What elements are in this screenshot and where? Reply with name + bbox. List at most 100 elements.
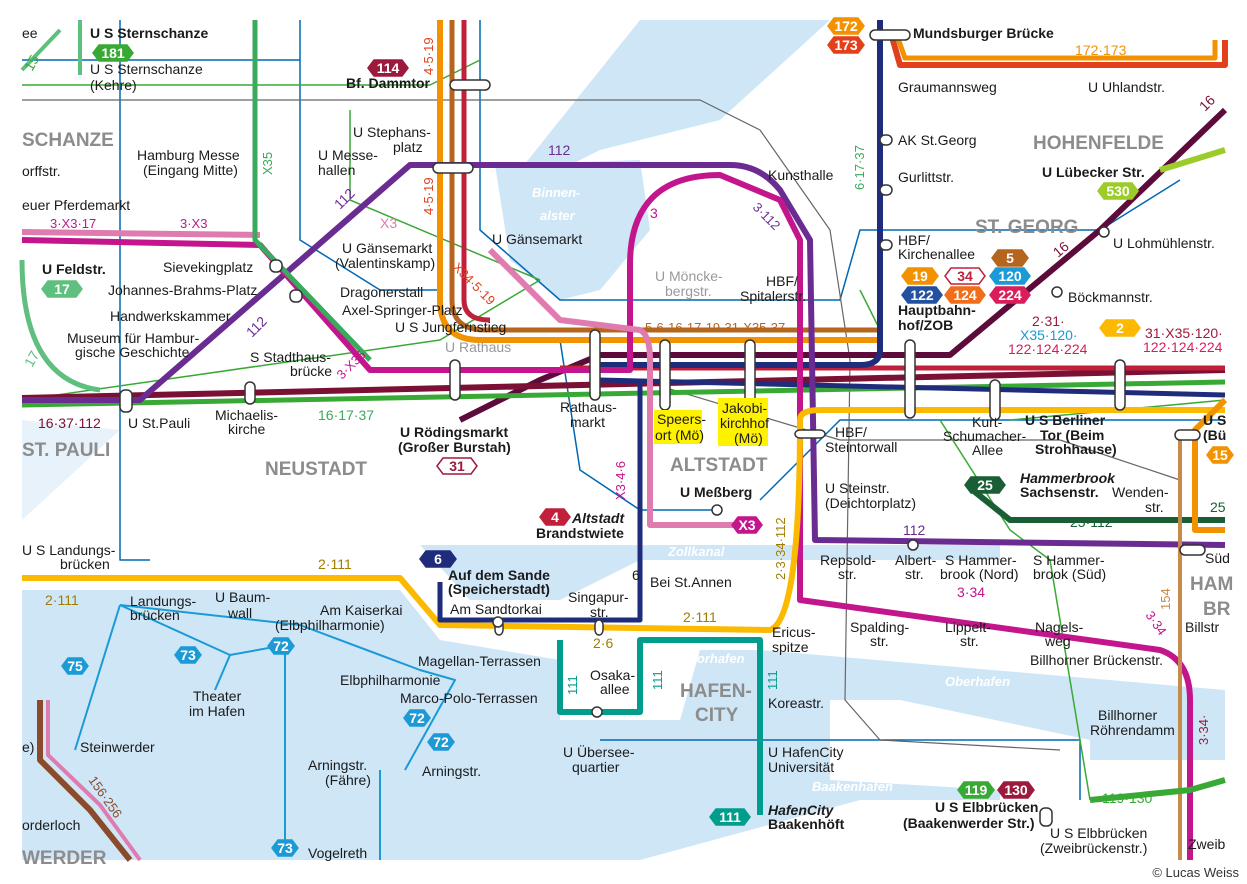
map-label: U St.Pauli [128,415,190,431]
map-label: Arningstr. [308,757,367,773]
line-172 [887,29,1228,68]
map-label: 3·X3 [180,216,207,231]
line-x35 [252,20,372,362]
map-label: markt [570,414,605,430]
route-badge-130[interactable]: 130 [997,781,1035,799]
map-label: X35·120· [1020,327,1078,343]
map-label: Baakenhöft [768,816,845,832]
map-label: 112 [243,313,270,340]
map-label: 5·6·16·17·19·31·X35·37 [645,320,785,335]
route-badge-73[interactable]: 73 [271,839,299,857]
map-label: HOHENFELDE [1033,133,1164,154]
station-marker [449,359,461,401]
map-label: U Übersee- [563,743,635,760]
line-156b [46,700,142,862]
map-label: 6·17·37 [852,145,867,190]
map-label: 111 [650,670,665,690]
route-badge-5[interactable]: 5 [991,249,1029,267]
route-badge-111[interactable]: 111 [709,808,751,826]
route-badge-73[interactable]: 73 [174,646,202,664]
map-label: U Baum- [215,589,271,605]
line-173 [892,29,1218,61]
map-label: U S Sternschanze [90,61,203,77]
map-label: Hamburg Messe [137,147,240,163]
map-label: Billstr [1185,619,1220,635]
badge-label: 5 [1006,250,1014,266]
line-green-topleft [20,20,82,75]
map-label: Magellan-Terrassen [418,653,541,669]
map-label: U Möncke- [655,268,723,284]
line-156 [37,700,133,862]
route-badge-72[interactable]: 72 [403,709,431,727]
map-label: X35 [260,152,275,175]
map-label: 172·173 [1075,42,1127,58]
route-badge-75[interactable]: 75 [61,657,89,675]
route-badge-72[interactable]: 72 [427,733,455,751]
map-label: (Deichtorplatz) [825,495,916,511]
badge-label: 530 [1106,183,1130,199]
route-badge-34[interactable]: 34 [944,267,986,285]
line-x3 [21,229,740,528]
map-label: brücken [130,607,180,623]
map-label: Allee [972,442,1003,458]
station-marker [1114,359,1126,411]
map-label: Zollkanal [667,544,725,559]
map-label: S Stadthaus- [250,349,331,365]
route-badge-181[interactable]: 181 [92,44,134,62]
route-badge-530[interactable]: 530 [1097,182,1139,200]
map-label: 2·6 [593,635,613,651]
route-badge-119[interactable]: 119 [957,781,995,799]
map-label: Süd [1205,550,1230,566]
line-15 [1192,397,1228,533]
map-label: 31·X35·120· [1145,325,1223,341]
map-label: (Großer Burstah) [398,439,511,455]
map-label: SCHANZE [22,130,114,151]
route-badge-19[interactable]: 19 [901,267,939,285]
route-badge-6[interactable]: 6 [419,550,457,568]
map-label: im Hafen [189,703,245,719]
route-badge-122[interactable]: 122 [901,286,943,304]
route-badge-X3[interactable]: X3 [731,516,763,534]
map-label: Steintorwall [825,439,897,455]
route-badge-15[interactable]: 15 [1206,446,1234,464]
map-label: Am Sandtorkai [450,601,542,617]
route-badge-72[interactable]: 72 [267,637,295,655]
map-label: U Steinstr. [825,480,890,496]
water-areas [22,20,1225,860]
map-label: WERDER [22,848,107,869]
ferry-lines [74,604,456,860]
route-badge-173[interactable]: 173 [827,36,865,54]
route-badge-25[interactable]: 25 [964,476,1006,494]
badge-label: X3 [738,517,755,533]
badge-label: 73 [180,647,196,663]
map-label: str. [960,633,979,649]
map-label: U HafenCity [768,744,843,760]
map-label: ALTSTADT [670,455,768,476]
route-badge-224[interactable]: 224 [989,286,1031,304]
route-badge-4[interactable]: 4 [539,508,571,526]
station-marker [869,29,911,41]
route-badge-31[interactable]: 31 [436,457,478,475]
line-530 [1159,147,1226,173]
route-badge-124[interactable]: 124 [944,286,986,304]
map-label: HafenCity [768,802,835,818]
station-marker [1174,429,1201,441]
route-badge-17[interactable]: 17 [41,280,83,298]
route-badge-120[interactable]: 120 [989,267,1031,285]
route-badge-172[interactable]: 172 [827,17,865,35]
station-marker [449,79,491,91]
route-badge-2[interactable]: 2 [1099,319,1141,337]
map-label: 4·5·19 [421,37,436,75]
station-marker [879,134,893,146]
map-label: HBF/ [835,424,867,440]
map-label: allee [600,681,630,697]
route-badge-114[interactable]: 114 [367,59,409,77]
map-label: 16·37·112 [38,415,101,431]
map-label: U S Elbbrücken [1050,825,1147,841]
map-label: U Lohmühlenstr. [1113,235,1215,251]
map-label: S Hammer- [945,552,1017,568]
map-label: U Gänsemarkt [492,231,582,247]
map-label: 112 [903,522,926,538]
